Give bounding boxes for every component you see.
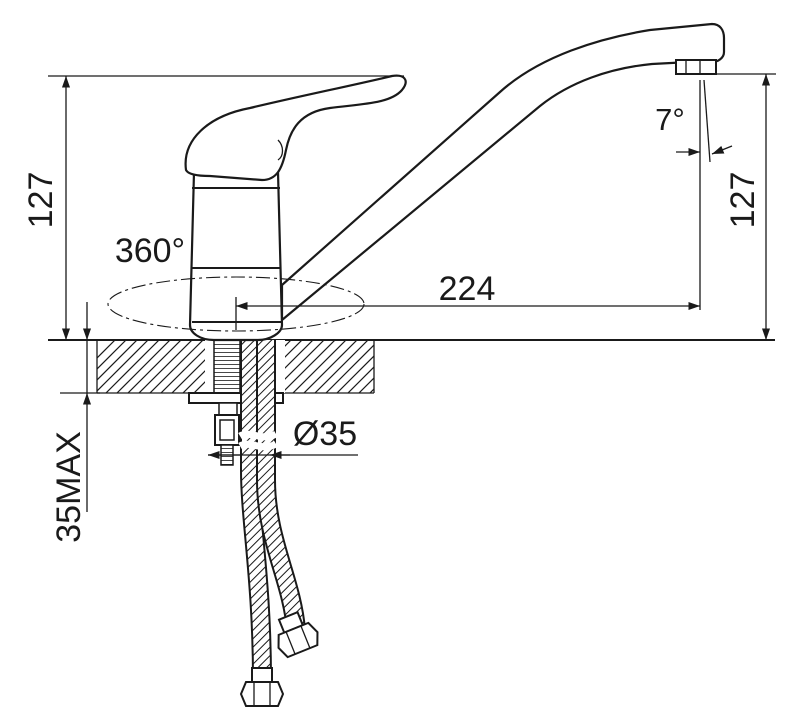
threaded-stud <box>213 339 241 397</box>
height-left-label: 127 <box>22 172 60 229</box>
hole-diameter-label: Ø35 <box>293 415 357 453</box>
lever-handle <box>184 74 407 182</box>
hatch-line <box>401 338 458 395</box>
spout-reach-label: 224 <box>439 270 496 308</box>
hatch-line <box>325 344 374 393</box>
mounting-assembly <box>188 339 284 466</box>
hatch-line <box>347 366 374 393</box>
faucet-body <box>188 170 284 342</box>
height-right-label: 127 <box>724 172 762 229</box>
hatch-line <box>379 338 436 395</box>
hatch-line <box>314 340 369 393</box>
hatch-line <box>97 340 138 381</box>
hatch-line <box>97 340 127 370</box>
hatch-line <box>292 340 347 393</box>
countertop <box>48 338 775 395</box>
dimension-height-right <box>704 73 776 340</box>
spout-angle-label: 7° <box>655 102 685 137</box>
hatch-line <box>358 377 374 393</box>
hatch-line <box>127 340 182 393</box>
hatch-line <box>149 340 204 393</box>
hatch-line <box>116 340 171 393</box>
aerator <box>675 59 717 75</box>
hose-right <box>258 340 304 631</box>
hatch-line <box>369 388 374 393</box>
rotation-label: 360° <box>115 232 185 270</box>
dimension-spout-angle <box>676 79 733 163</box>
spout <box>280 22 726 322</box>
hatch-line <box>423 338 480 395</box>
dimension-height-left <box>48 75 404 340</box>
hatch-line <box>138 340 193 393</box>
hatch-line <box>303 340 358 393</box>
dimension-max-thickness <box>60 302 100 512</box>
hatch-line <box>390 338 447 395</box>
hatch-line <box>97 340 149 392</box>
hatch-line <box>97 340 116 359</box>
flexible-hoses <box>238 340 319 707</box>
hose-fitting-right <box>277 610 319 659</box>
hatch-line <box>105 340 160 393</box>
hatch-line <box>336 355 374 393</box>
max-thickness-label: 35MAX <box>50 431 88 543</box>
faucet <box>184 22 726 342</box>
hatch-line <box>434 338 491 395</box>
hose-fitting-left <box>239 667 285 707</box>
hose-left <box>242 340 270 681</box>
hatch-line <box>281 340 336 393</box>
hatch-line <box>412 338 469 395</box>
dimension-spout-reach <box>236 80 701 311</box>
